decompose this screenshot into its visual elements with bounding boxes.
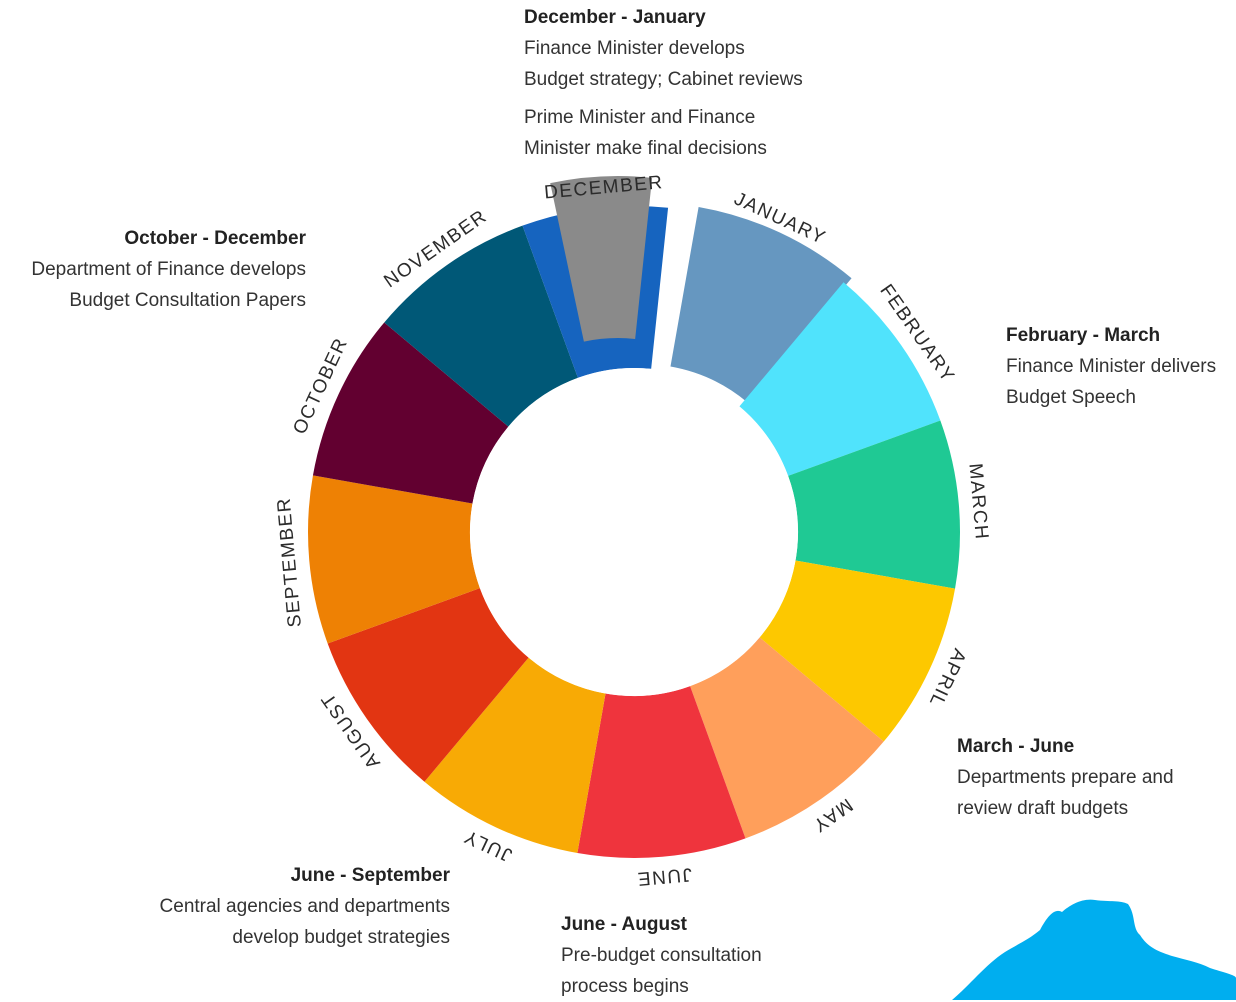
month-label-september: SEPTEMBER xyxy=(274,496,306,628)
note-line: Finance Minister develops xyxy=(524,38,745,59)
note-line: Departments prepare and xyxy=(957,767,1174,788)
note-heading: October - December xyxy=(124,228,306,249)
segment-february xyxy=(739,282,941,476)
note-june-august: June - August Pre-budget consultation pr… xyxy=(561,909,762,1002)
note-line: Budget strategy; Cabinet reviews xyxy=(524,69,803,90)
month-label-march: MARCH xyxy=(964,463,992,542)
segment-july xyxy=(424,657,606,854)
segment-august xyxy=(327,588,529,782)
segment-decision-period xyxy=(550,176,653,342)
note-line: Minister make final decisions xyxy=(524,138,767,159)
note-line: Department of Finance develops xyxy=(31,259,306,280)
note-october-december: October - December Department of Finance… xyxy=(0,223,306,316)
note-line: Budget Consultation Papers xyxy=(69,290,306,311)
note-june-september: June - September Central agencies and de… xyxy=(100,860,450,953)
note-heading: December - January xyxy=(524,7,706,28)
note-line: Pre-budget consultation xyxy=(561,945,762,966)
note-line: Finance Minister delivers xyxy=(1006,356,1217,377)
segment-october xyxy=(312,322,509,504)
note-december-january: December - January Finance Minister deve… xyxy=(524,2,803,164)
month-label-june: JUNE xyxy=(635,863,692,889)
note-line: develop budget strategies xyxy=(232,927,450,948)
segment-may xyxy=(690,637,884,839)
segment-june xyxy=(577,686,746,858)
note-heading: March - June xyxy=(957,736,1075,757)
note-february-march: February - March Finance Minister delive… xyxy=(1006,320,1216,413)
note-heading: June - September xyxy=(290,865,450,886)
segment-january xyxy=(670,206,852,403)
note-line: process begins xyxy=(561,976,689,997)
note-line: Prime Minister and Finance xyxy=(524,107,756,128)
segment-april xyxy=(759,560,956,742)
note-heading: June - August xyxy=(561,914,687,935)
segment-september xyxy=(307,475,480,644)
wheel-segments xyxy=(307,176,960,858)
wheel-center xyxy=(470,368,798,696)
note-line: review draft budgets xyxy=(957,798,1129,819)
note-line: Budget Speech xyxy=(1006,387,1136,408)
segment-november xyxy=(384,225,578,427)
segment-march xyxy=(788,420,960,589)
note-march-june: March - June Departments prepare and rev… xyxy=(957,731,1174,824)
note-heading: February - March xyxy=(1006,325,1161,346)
note-line: Central agencies and departments xyxy=(159,896,450,917)
lake-map-shape xyxy=(952,899,1236,1000)
